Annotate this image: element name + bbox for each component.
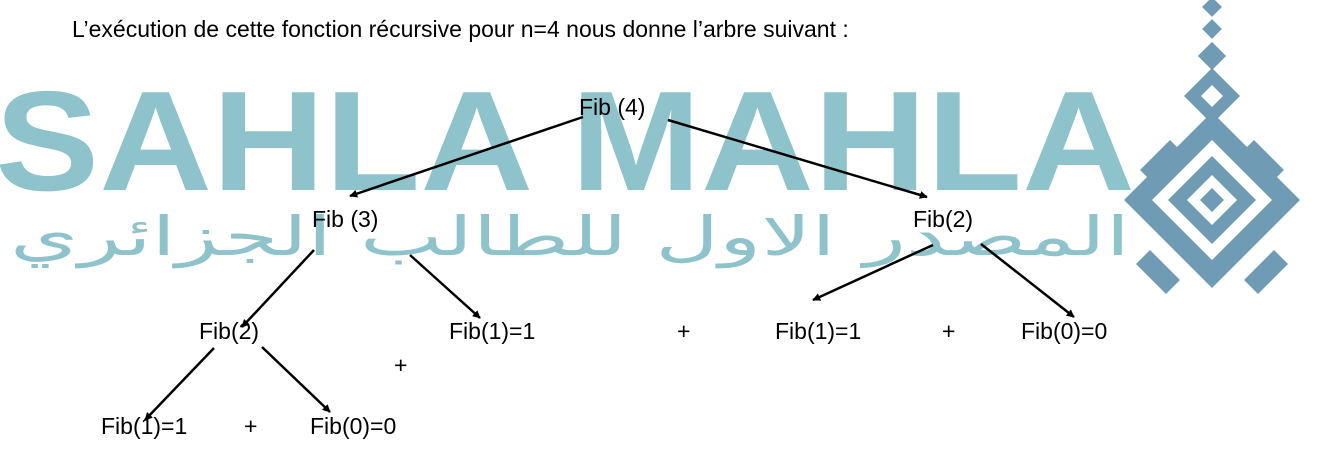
edge-ll-left <box>144 347 215 421</box>
node-fib1-c: Fib(1)=1 <box>101 413 188 439</box>
node-fib3: Fib (3) <box>312 206 379 232</box>
node-fib1-a: Fib(1)=1 <box>449 318 536 344</box>
node-fib0-b: Fib(0)=0 <box>310 413 397 439</box>
node-fib2-right: Fib(2) <box>913 206 974 232</box>
node-fib0-a: Fib(0)=0 <box>1021 318 1108 344</box>
node-fib2-left: Fib(2) <box>199 318 260 344</box>
watermark-latin: SAHLA MAHLA <box>0 85 1135 195</box>
edge-ll-right <box>261 346 331 413</box>
plus-right: + <box>942 318 956 344</box>
watermark-arabic-text: المصدر الاول للطالب الجزائري <box>10 205 1130 268</box>
plus-bottom: + <box>244 413 258 439</box>
watermark-arabic: المصدر الاول للطالب الجزائري <box>10 205 1130 268</box>
caption-text: L’exécution de cette fonction récursive … <box>72 16 849 42</box>
edge-right-rightright <box>980 243 1075 318</box>
plus-middle: + <box>677 318 691 344</box>
sahla-mahla-logo <box>1124 0 1300 294</box>
watermark-latin-text: SAHLA MAHLA <box>0 85 1135 195</box>
node-root: Fib (4) <box>579 94 646 120</box>
edge-left-leftleft <box>241 249 315 328</box>
node-fib1-b: Fib(1)=1 <box>775 318 862 344</box>
edge-right-rightleft <box>812 243 934 302</box>
edge-root-left <box>349 115 584 198</box>
edge-root-right <box>667 118 928 199</box>
edge-left-leftright <box>409 254 481 319</box>
plus-under-left: + <box>394 352 408 378</box>
